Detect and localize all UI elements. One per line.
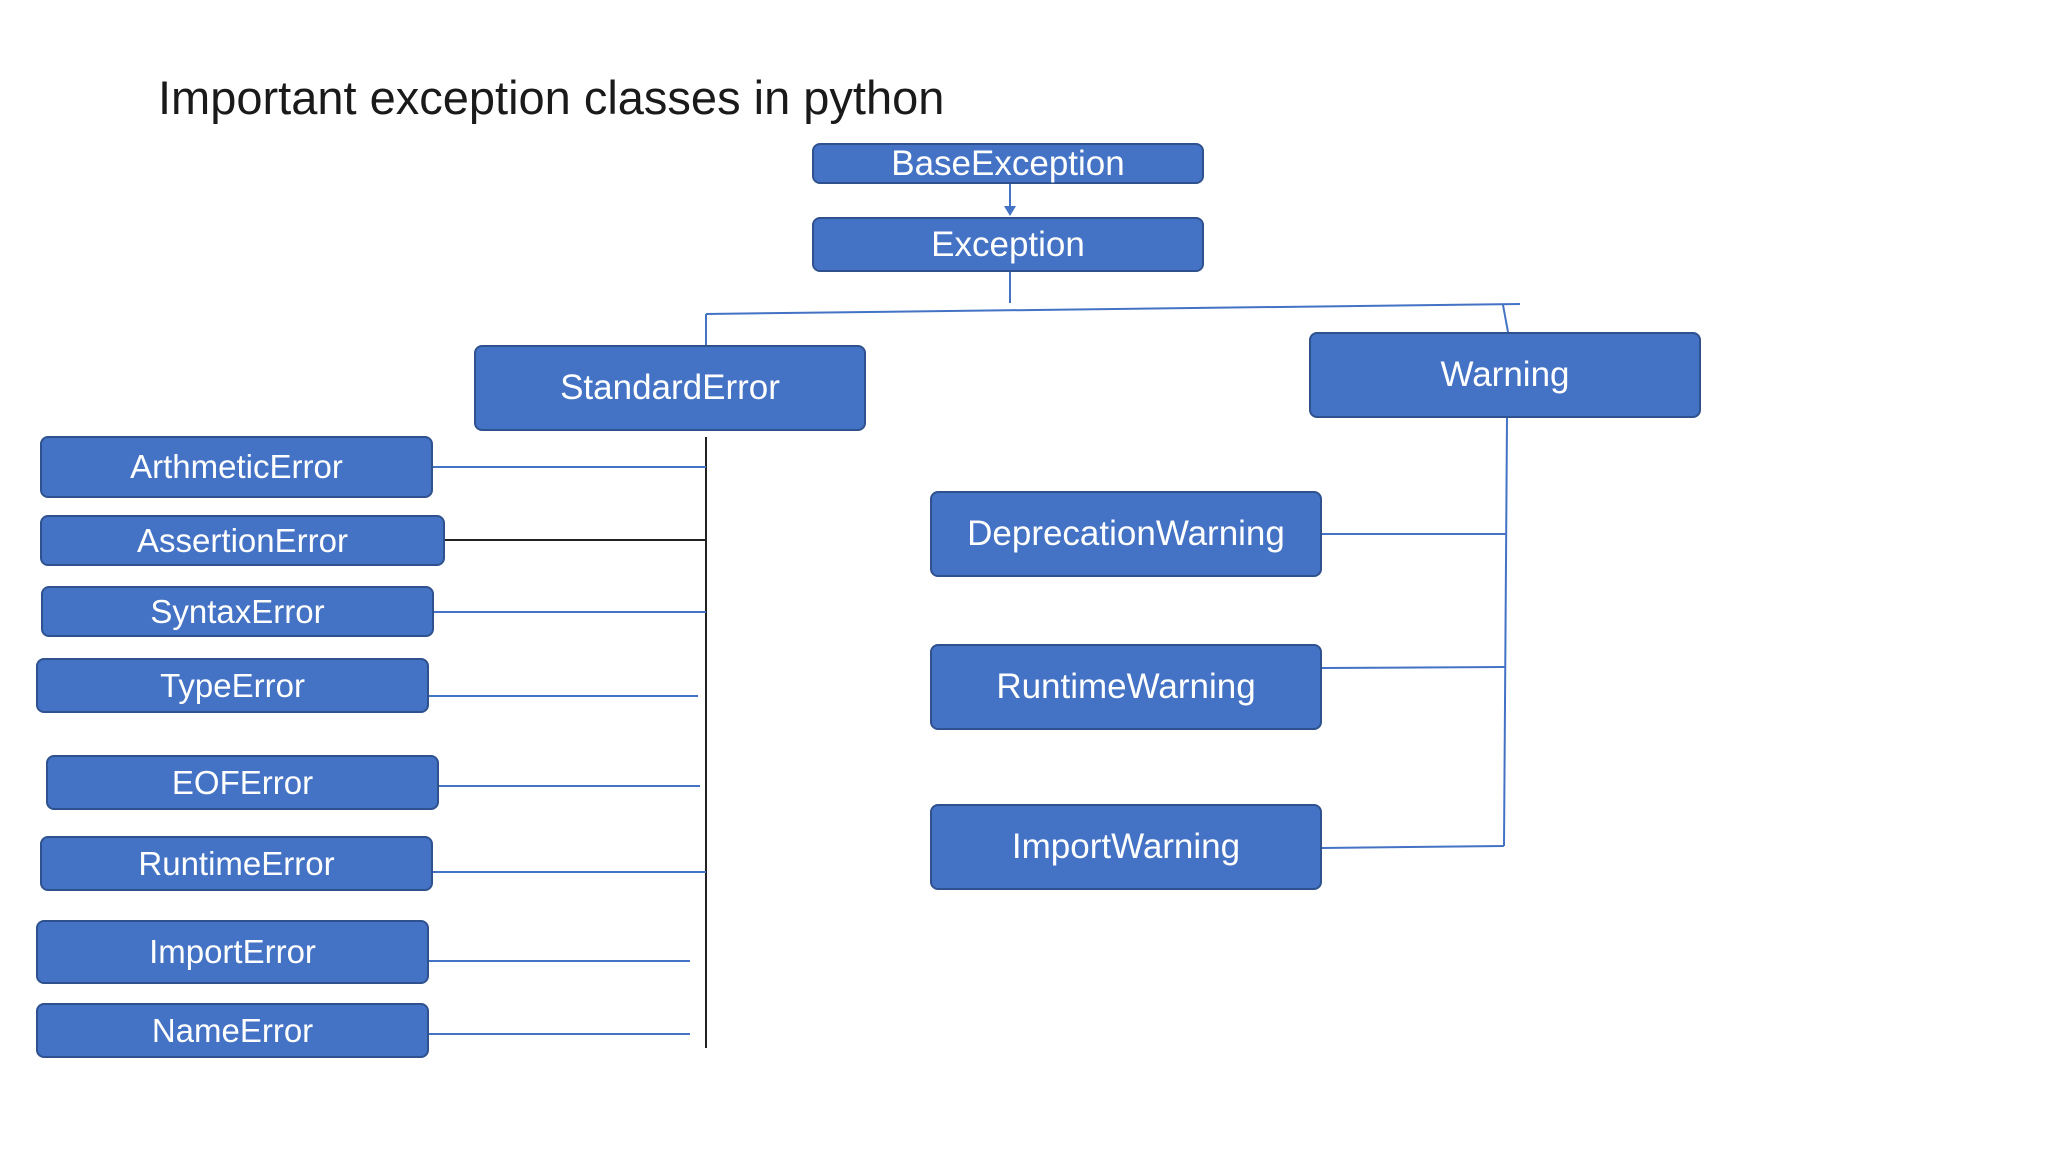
slide-title: Important exception classes in python <box>158 71 945 124</box>
node-importerror: ImportError <box>36 920 429 984</box>
connector-warning-trunk <box>1503 417 1508 847</box>
connector-top-bar <box>705 303 1521 315</box>
node-eoferror: EOFError <box>46 755 439 810</box>
branch-runtimewarning <box>1321 666 1506 669</box>
node-deprecationwarning: DeprecationWarning <box>930 491 1322 577</box>
branch-importwarning <box>1321 845 1505 849</box>
node-typeerror: TypeError <box>36 658 429 713</box>
node-nameerror: NameError <box>36 1003 429 1058</box>
node-assertionerror: AssertionError <box>40 515 445 566</box>
arrowhead-icon <box>1004 206 1016 216</box>
node-syntaxerror: SyntaxError <box>41 586 434 637</box>
node-runtimewarning: RuntimeWarning <box>930 644 1322 730</box>
node-warning: Warning <box>1309 332 1701 418</box>
node-exception: Exception <box>812 217 1204 272</box>
node-importwarning: ImportWarning <box>930 804 1322 890</box>
node-arithmeticerror: ArthmeticError <box>40 436 433 498</box>
connector-to-warning <box>1502 304 1509 333</box>
node-baseexception: BaseException <box>812 143 1204 184</box>
node-standarderror: StandardError <box>474 345 866 431</box>
node-runtimeerror: RuntimeError <box>40 836 433 891</box>
